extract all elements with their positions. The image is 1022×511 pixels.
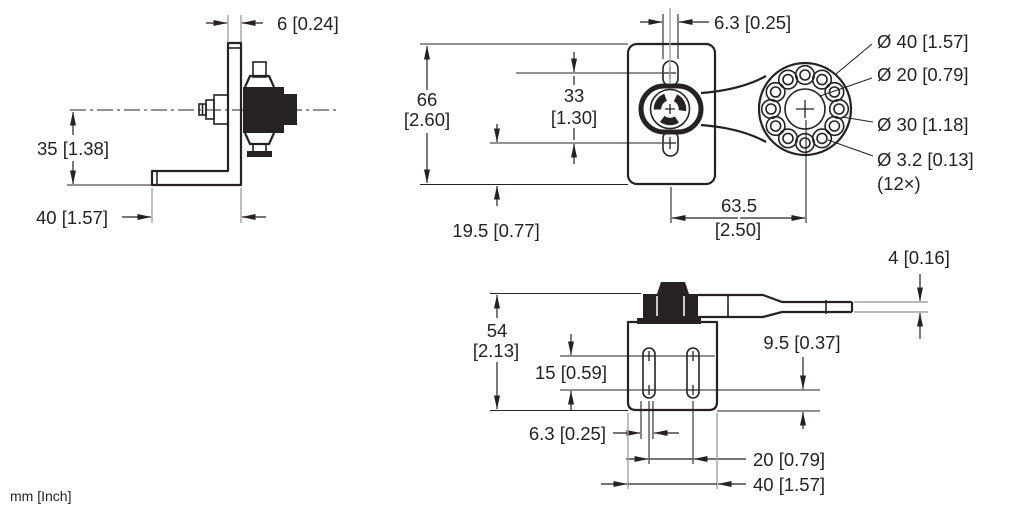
callout-center-bore: Ø 20 [0.79] (877, 64, 969, 85)
slot-left (642, 347, 656, 399)
dim-top-depth-mm: 54 (487, 320, 508, 341)
mounting-plate (626, 42, 717, 186)
side-view: 6 [0.24] 35 [1.38] 40 [1.57] (36, 13, 339, 228)
front-view: 66 [2.60] 33 [1.30] 6.3 [0.25] 19.5 [0.7… (404, 8, 974, 241)
dim-top-depth-inch: [2.13] (473, 340, 519, 361)
lever-arm-front (700, 75, 767, 143)
plate-top-view (626, 320, 719, 412)
hex-nut-top-view (637, 282, 701, 324)
dim-top-edge-offset: 9.5 [0.37] (763, 332, 840, 353)
top-view: 4 [0.16] 54 [2.13] 15 [0.59] 9.5 [0.37] (473, 247, 950, 495)
flange-outer-circle (757, 61, 853, 157)
callout-outer-diameter: Ø 40 [1.57] (877, 31, 969, 52)
dim-front-height-inch: [2.60] (404, 109, 450, 130)
callout-hole-count: (12×) (877, 173, 921, 194)
side-view-dimensions: 6 [0.24] 35 [1.38] 40 [1.57] (36, 13, 339, 228)
callout-leaders (819, 43, 874, 157)
dim-side-axis-height: 35 [1.38] (37, 138, 109, 159)
dim-top-slot-hole-span: 15 [0.59] (535, 362, 607, 383)
lever-arm-top (698, 293, 854, 319)
units-note: mm [Inch] (10, 488, 71, 504)
dim-front-arm-distance-mm: 63.5 (721, 195, 757, 216)
dim-side-base-length: 40 [1.57] (36, 207, 108, 228)
dim-front-lower-slot-offset: 19.5 [0.77] (452, 220, 539, 241)
dim-front-height-mm: 66 (417, 89, 438, 110)
side-view-part (70, 41, 337, 187)
dim-top-slot-center-distance: 20 [0.79] (753, 449, 825, 470)
dim-front-slot-width: 6.3 [0.25] (714, 12, 791, 33)
dim-top-lever-thickness: 4 [0.16] (888, 247, 950, 268)
front-view-dimensions: 66 [2.60] 33 [1.30] 6.3 [0.25] 19.5 [0.7… (404, 8, 974, 241)
callout-bolt-circle: Ø 30 [1.18] (877, 114, 969, 135)
slot-right (686, 347, 700, 399)
top-view-dimensions: 4 [0.16] 54 [2.13] 15 [0.59] 9.5 [0.37] (473, 247, 950, 495)
bolt-holes (760, 64, 850, 154)
dim-front-slot-span-inch: [1.30] (551, 107, 597, 128)
top-view-part (626, 282, 928, 412)
flange (757, 61, 853, 157)
dim-top-plate-width: 40 [1.57] (753, 474, 825, 495)
dim-front-slot-span-mm: 33 (564, 85, 585, 106)
front-view-part (626, 42, 853, 186)
callout-hole-diameter: Ø 3.2 [0.13] (877, 149, 974, 170)
dim-front-arm-distance-inch: [2.50] (715, 219, 761, 240)
center-bore (784, 88, 826, 130)
dim-side-thickness: 6 [0.24] (277, 13, 339, 34)
dim-top-slot-width: 6.3 [0.25] (529, 423, 606, 444)
